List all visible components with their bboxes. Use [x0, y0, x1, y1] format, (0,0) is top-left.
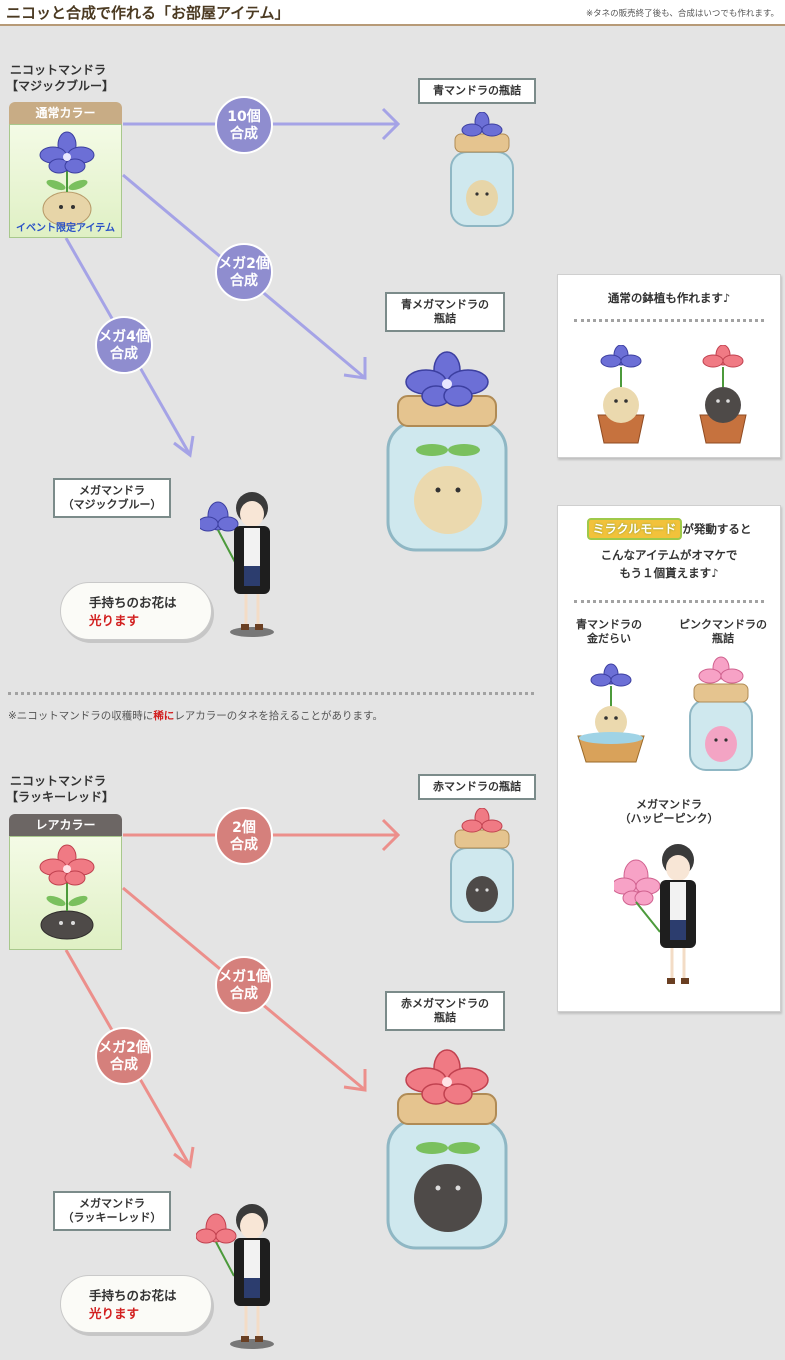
- circle-line1: 2個: [217, 820, 271, 837]
- blue-large-jar-icon: [382, 350, 512, 555]
- rare-note-highlight: 稀に: [153, 710, 174, 722]
- red-large-jar-label: 赤メガマンドラの 瓶詰: [385, 991, 505, 1031]
- label-line2: （マジックブルー）: [57, 498, 167, 512]
- blue-glow-bubble: 手持ちのお花は 光ります: [60, 582, 212, 640]
- circle-line2: 合成: [97, 346, 151, 363]
- miracle-mode-badge: ミラクルモード: [587, 518, 683, 540]
- red-synthesis-circle-mid: メガ1個 合成: [215, 956, 273, 1014]
- label-line2: （ハッピーピンク）: [558, 812, 780, 826]
- red-seed-card: [9, 836, 122, 950]
- blue-small-jar-icon: [445, 112, 519, 230]
- label-line1: メガマンドラ: [558, 798, 780, 812]
- red-small-jar-label: 赤マンドラの瓶詰: [418, 774, 536, 800]
- blue-mandra-seed-icon: [28, 129, 106, 227]
- miracle-line3: もう１個貰えます♪: [558, 564, 780, 582]
- blue-avatar-figure: [200, 478, 290, 638]
- red-pot-icon: [688, 345, 758, 445]
- red-synthesis-circle-top: 2個 合成: [215, 807, 273, 865]
- circle-line2: 合成: [217, 126, 271, 143]
- miracle-mode-panel: ミラクルモードが発動すると こんなアイテムがオマケで もう１個貰えます♪ 青マン…: [557, 505, 781, 1012]
- blue-small-jar-label: 青マンドラの瓶詰: [418, 78, 536, 104]
- blue-pot-icon: [586, 345, 656, 445]
- red-large-jar-icon: [382, 1048, 512, 1253]
- label-line2: 瓶詰: [389, 312, 501, 326]
- rare-seed-note: ※ニコットマンドラの収穫時に稀にレアカラーのタネを拾えることがあります。: [8, 708, 383, 723]
- red-synthesis-circle-left: メガ2個 合成: [95, 1027, 153, 1085]
- red-avatar-label: メガマンドラ （ラッキーレッド）: [53, 1191, 171, 1231]
- label-line2: （ラッキーレッド）: [57, 1211, 167, 1225]
- section-divider: [8, 692, 534, 695]
- rare-note-prefix: ※ニコットマンドラの収穫時に: [8, 710, 153, 722]
- circle-line1: メガ1個: [217, 969, 271, 986]
- red-color-tab: レアカラー: [9, 814, 122, 836]
- label-line1: 青メガマンドラの: [389, 298, 501, 312]
- blue-seed-name-line1: ニコットマンドラ: [10, 62, 106, 78]
- gold-basin-label: 青マンドラの 金だらい: [566, 618, 652, 646]
- red-seed-name-line1: ニコットマンドラ: [10, 773, 106, 789]
- miracle-divider: [574, 600, 764, 603]
- bubble-line1: 手持ちのお花は: [89, 1287, 211, 1305]
- circle-line1: 10個: [217, 109, 271, 126]
- label-line1: 青マンドラの: [566, 618, 652, 632]
- bubble-line2: 光ります: [89, 1305, 211, 1323]
- red-seed-name-line2: 【ラッキーレッド】: [6, 789, 114, 805]
- circle-line1: メガ2個: [97, 1040, 151, 1057]
- blue-avatar-label: メガマンドラ （マジックブルー）: [53, 478, 171, 518]
- circle-line1: メガ4個: [97, 329, 151, 346]
- label-line1: 赤メガマンドラの: [389, 997, 501, 1011]
- gold-basin-icon: [576, 662, 646, 770]
- label-line2: 金だらい: [566, 632, 652, 646]
- happy-pink-avatar-figure: [614, 836, 724, 996]
- happy-pink-label: メガマンドラ （ハッピーピンク）: [558, 798, 780, 826]
- circle-line2: 合成: [97, 1057, 151, 1074]
- red-avatar-figure: [196, 1190, 286, 1350]
- miracle-line1: ミラクルモードが発動すると: [558, 518, 780, 540]
- blue-synthesis-circle-top: 10個 合成: [215, 96, 273, 154]
- label-line1: ピンクマンドラの: [670, 618, 776, 632]
- pots-panel-text: 通常の鉢植も作れます♪: [558, 289, 780, 307]
- red-glow-bubble: 手持ちのお花は 光ります: [60, 1275, 212, 1333]
- miracle-line1-suffix: が発動すると: [682, 522, 751, 536]
- rare-note-suffix: レアカラーのタネを拾えることがあります。: [174, 710, 383, 722]
- blue-large-jar-label: 青メガマンドラの 瓶詰: [385, 292, 505, 332]
- pink-jar-icon: [686, 656, 756, 772]
- miracle-line2: こんなアイテムがオマケで: [558, 546, 780, 564]
- label-line2: 瓶詰: [389, 1011, 501, 1025]
- label-line1: メガマンドラ: [57, 484, 167, 498]
- blue-color-tab: 通常カラー: [9, 102, 122, 124]
- pink-jar-label: ピンクマンドラの 瓶詰: [670, 618, 776, 646]
- label-line2: 瓶詰: [670, 632, 776, 646]
- pots-panel-divider: [574, 319, 764, 322]
- bubble-line1: 手持ちのお花は: [89, 594, 211, 612]
- red-small-jar-icon: [445, 808, 519, 926]
- circle-line2: 合成: [217, 273, 271, 290]
- circle-line2: 合成: [217, 837, 271, 854]
- blue-seed-name-line2: 【マジックブルー】: [6, 78, 114, 94]
- circle-line2: 合成: [217, 986, 271, 1003]
- label-line1: メガマンドラ: [57, 1197, 167, 1211]
- bubble-line2: 光ります: [89, 612, 211, 630]
- circle-line1: メガ2個: [217, 256, 271, 273]
- blue-synthesis-circle-left: メガ4個 合成: [95, 316, 153, 374]
- red-mandra-seed-icon: [28, 843, 106, 941]
- pots-panel: 通常の鉢植も作れます♪: [557, 274, 781, 458]
- event-limited-label: イベント限定アイテム: [16, 219, 115, 234]
- blue-synthesis-circle-mid: メガ2個 合成: [215, 243, 273, 301]
